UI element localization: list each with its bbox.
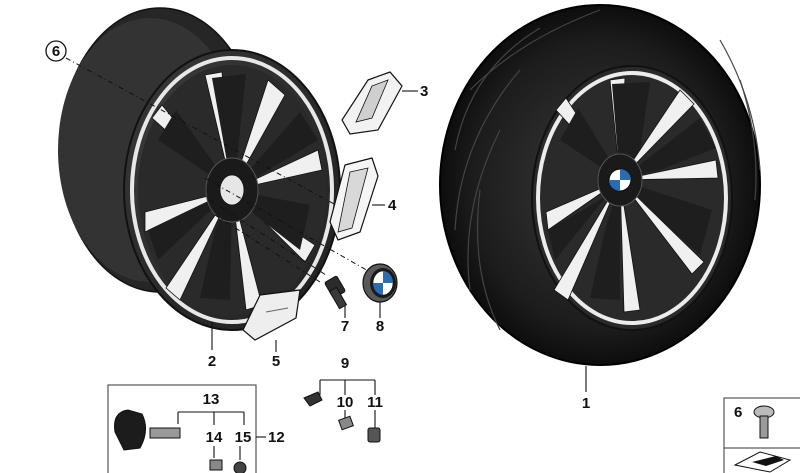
- callout-5: 5: [272, 353, 280, 370]
- assembly-lines: [65, 57, 371, 283]
- decor-plate-part-5: [242, 289, 301, 341]
- tpms-sensor-part-13: [114, 409, 181, 451]
- decor-insert-part-4: [329, 157, 379, 241]
- callout-8: 8: [376, 318, 384, 335]
- inset-part-6: [723, 397, 800, 473]
- callout-9: 9: [341, 355, 349, 372]
- callout-3: 3: [420, 83, 428, 100]
- callout-10: 10: [337, 394, 354, 411]
- bmw-logo-icon: [608, 168, 632, 192]
- hub-cap-part-8: [362, 263, 398, 303]
- tpms-kit-box: [107, 384, 257, 473]
- valve-part-10: [303, 391, 354, 431]
- complete-wheel-part-1: [439, 4, 761, 366]
- wheel-bolt-part-7: [324, 275, 348, 310]
- callout-13: 13: [203, 391, 220, 408]
- tpms-cap-part-15: [233, 461, 247, 473]
- screw-icon: [753, 405, 775, 439]
- callout-11: 11: [367, 394, 383, 411]
- callout-12: 12: [268, 429, 285, 446]
- callout-4: 4: [388, 197, 397, 214]
- rim-part-2: [58, 7, 341, 331]
- callout-6: 6: [52, 43, 60, 60]
- callout-1: 1: [582, 395, 590, 412]
- valve-cap-part-11: [367, 427, 381, 443]
- callout-2: 2: [208, 353, 216, 370]
- leader-lines: [177, 90, 587, 460]
- callout-15: 15: [235, 429, 252, 446]
- decor-clip-part-3: [341, 71, 403, 135]
- inset-callout-6: 6: [734, 404, 742, 421]
- callout-6-circle: [45, 40, 67, 62]
- callout-14: 14: [206, 429, 223, 446]
- tpms-nut-part-14: [209, 459, 223, 471]
- callout-7: 7: [341, 318, 349, 335]
